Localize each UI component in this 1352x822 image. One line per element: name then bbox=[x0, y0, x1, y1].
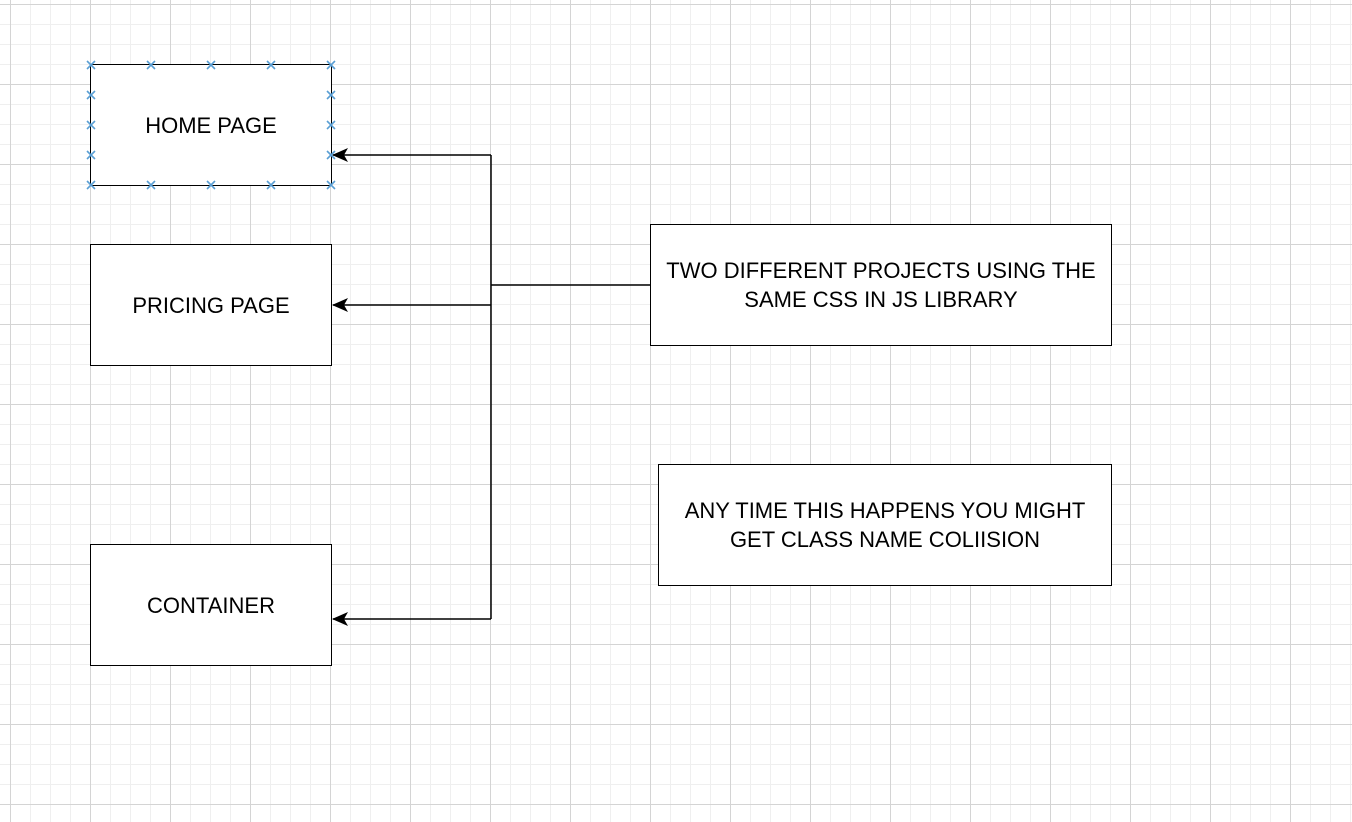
collision-note-node[interactable]: ANY TIME THIS HAPPENS YOU MIGHT GET CLAS… bbox=[658, 464, 1112, 586]
pricing-page-label: PRICING PAGE bbox=[132, 292, 290, 318]
home-page-node[interactable]: HOME PAGE bbox=[90, 64, 332, 186]
projects-note-node[interactable]: TWO DIFFERENT PROJECTS USING THE SAME CS… bbox=[650, 224, 1112, 346]
collision-note-label: ANY TIME THIS HAPPENS YOU MIGHT GET CLAS… bbox=[684, 498, 1086, 552]
container-label: CONTAINER bbox=[147, 592, 275, 618]
home-page-label: HOME PAGE bbox=[145, 112, 277, 138]
container-node[interactable]: CONTAINER bbox=[90, 544, 332, 666]
pricing-page-node[interactable]: PRICING PAGE bbox=[90, 244, 332, 366]
projects-note-label: TWO DIFFERENT PROJECTS USING THE SAME CS… bbox=[666, 258, 1096, 312]
